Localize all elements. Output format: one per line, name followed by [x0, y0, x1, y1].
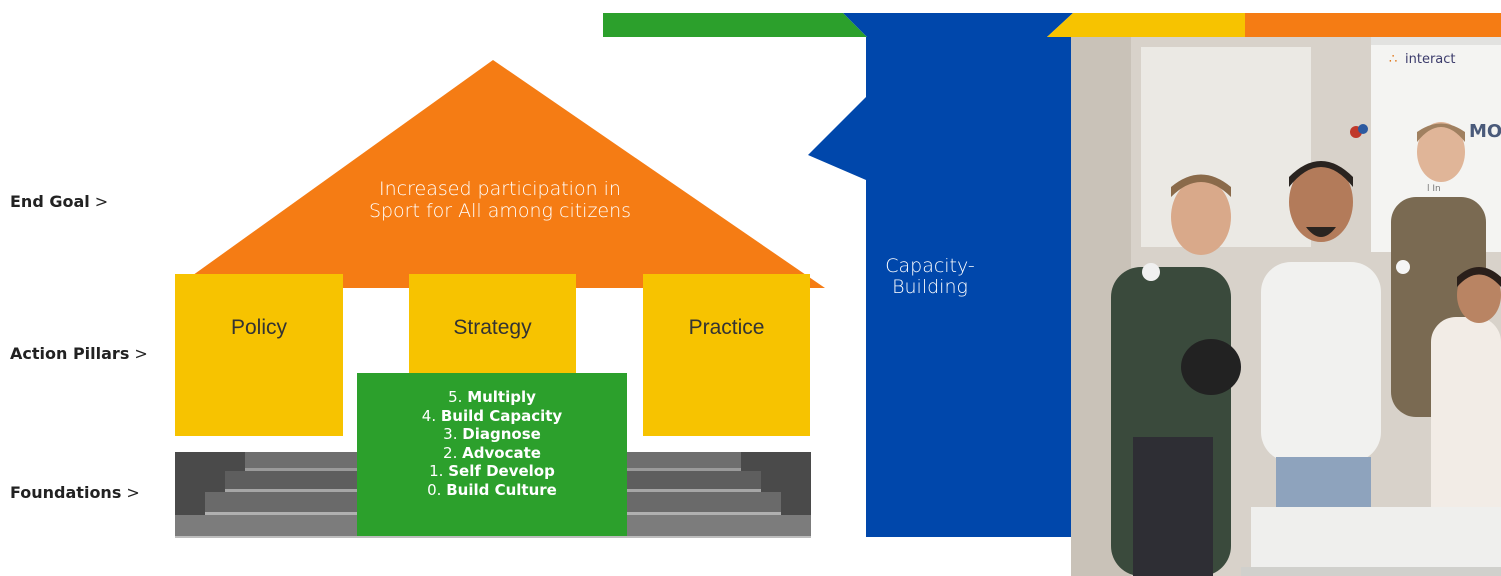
roof-goal-line-1: Increased participation in: [379, 178, 621, 200]
photo-logo-mark: ∴: [1389, 52, 1397, 67]
foundation-label: Build Capacity: [440, 406, 563, 425]
photo-screen-text: MO: [1469, 121, 1501, 142]
strip-blue-segment: [843, 13, 1073, 37]
row-label-foundations: Foundations>: [10, 483, 140, 502]
pillar-policy-label: Policy: [230, 316, 288, 339]
foundation-label: Advocate: [462, 443, 541, 462]
photo-screen-text-3: l In: [1427, 184, 1441, 194]
foundations-list-box: 5. Multiply 4. Build Capacity 3. Diagnos…: [357, 373, 627, 536]
foundation-item-2: 2. Advocate: [357, 444, 627, 463]
pillar-practice-label: Practice: [688, 316, 765, 339]
action-pillars-label: Action Pillars: [10, 344, 130, 363]
action-pillars-separator: >: [134, 344, 148, 363]
foundations-label: Foundations: [10, 483, 122, 502]
capacity-building-shape: [808, 37, 1072, 537]
foundation-item-5: 5. Multiply: [357, 388, 627, 407]
top-color-strip: [603, 13, 1501, 37]
foundation-label: Self Develop: [448, 462, 555, 480]
roof-goal-text: Increased participation in Sport for All…: [250, 178, 750, 222]
foundation-item-4: 4. Build Capacity: [357, 407, 627, 426]
foundation-label: Build Culture: [446, 480, 557, 499]
strip-orange-segment: [1245, 13, 1501, 37]
foundation-item-3: 3. Diagnose: [357, 425, 627, 444]
foundation-number: 5.: [448, 388, 463, 406]
strip-yellow-segment: [1047, 13, 1245, 37]
capacity-building-line-1: Capacity-: [885, 255, 975, 277]
foundations-separator: >: [126, 483, 140, 502]
pillar-policy: Policy: [175, 274, 343, 436]
photo-logo-text: interact: [1405, 52, 1456, 67]
capacity-building-text: Capacity- Building: [870, 256, 990, 298]
capacity-building-line-2: Building: [892, 276, 968, 298]
roof-end-goal: [175, 60, 825, 288]
end-goal-label: End Goal: [10, 192, 90, 211]
group-photo-drawing: ∴ interact MO esig l In: [1071, 37, 1501, 576]
pillar-practice: Practice: [643, 274, 810, 436]
capacity-building-arrow: [808, 37, 1072, 537]
roof-triangle: [175, 60, 825, 288]
foundation-item-0: 0. Build Culture: [357, 481, 627, 500]
row-label-end-goal: End Goal>: [10, 192, 108, 211]
foundation-number: 1.: [429, 462, 444, 480]
end-goal-separator: >: [94, 192, 109, 211]
strip-green-segment: [603, 13, 867, 37]
foundation-number: 3.: [443, 425, 458, 443]
foundation-item-1: 1. Self Develop: [357, 462, 627, 481]
row-label-action-pillars: Action Pillars>: [10, 344, 148, 363]
foundation-number: 2.: [443, 443, 458, 462]
foundation-label: Multiply: [467, 388, 536, 406]
foundation-number: 0.: [427, 480, 442, 499]
roof-goal-line-2: Sport for All among citizens: [368, 200, 632, 222]
foundation-label: Diagnose: [462, 425, 541, 443]
pillar-strategy-label: Strategy: [453, 316, 532, 339]
foundation-number: 4.: [421, 406, 437, 425]
group-photo: ∴ interact MO esig l In: [1071, 37, 1501, 576]
